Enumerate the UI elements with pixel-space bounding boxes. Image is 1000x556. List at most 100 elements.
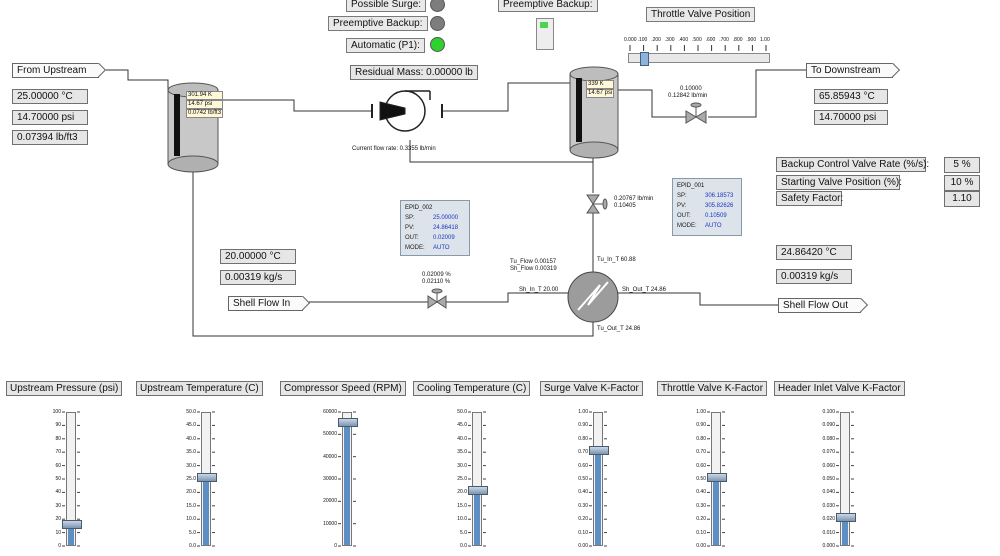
slider-scales bbox=[62, 411, 854, 547]
slider-tick-label: 30.0 bbox=[186, 462, 196, 469]
slider-tick-label: 100 bbox=[52, 409, 61, 415]
slider-track-0[interactable] bbox=[62, 412, 82, 546]
slider-thumb-6[interactable] bbox=[836, 513, 856, 523]
tank2-readout: 339 K 14.67 psi bbox=[586, 80, 615, 98]
hx-tube-out-temp: Tu_Out_T 24.86 bbox=[597, 326, 641, 332]
pid-001-mode-value: AUTO bbox=[705, 223, 722, 229]
pid-002-title: EPID_002 bbox=[405, 205, 433, 211]
slider-tick-label: 0.80 bbox=[696, 435, 706, 442]
pid-002-out-value: 0.02009 bbox=[433, 235, 455, 241]
slider-tick-label: 0.60 bbox=[696, 462, 706, 469]
slider-tick-label: 0.010 bbox=[822, 529, 835, 536]
slider-thumb-4[interactable] bbox=[589, 446, 609, 456]
slider-tick-label: 0.40 bbox=[696, 489, 706, 496]
preemptive-backup-switch[interactable] bbox=[536, 18, 554, 50]
slider-thumb-3[interactable] bbox=[468, 486, 488, 496]
slider-thumb-1[interactable] bbox=[197, 473, 217, 482]
throttle-valve-slider[interactable] bbox=[628, 52, 770, 66]
pid-002-out-label: OUT: bbox=[405, 235, 419, 241]
slider-tick-label: 0.00 bbox=[578, 543, 588, 549]
slider-tick-label: 0.100 bbox=[822, 409, 835, 415]
slider-track-6[interactable] bbox=[836, 412, 856, 546]
tank1-readout: 301.94 K 14.67 psi 0.0742 lb/ft3 bbox=[186, 91, 224, 118]
slider-tick-label: 0.000 bbox=[822, 543, 835, 549]
surge-valve-flow-value: 0.20767 lb/min bbox=[614, 196, 654, 202]
slider-thumb-5[interactable] bbox=[707, 473, 727, 482]
surge-valve-icon bbox=[586, 194, 608, 214]
throttle-valve-position-value: 0.10000 bbox=[680, 86, 702, 92]
slider-tick-label: 10.0 bbox=[186, 516, 196, 523]
tank1-temp: 301.94 K bbox=[186, 91, 224, 100]
heat-exchanger-icon bbox=[567, 271, 619, 323]
slider-tick-label: 0.00 bbox=[696, 543, 706, 549]
slider-tick-label: 60000 bbox=[323, 409, 337, 415]
slider-label-2: Compressor Speed (RPM) bbox=[280, 381, 406, 396]
upstream-temperature: 25.00000 °C bbox=[12, 89, 88, 104]
slider-tick-label: 0.50 bbox=[578, 476, 588, 482]
backup-control-valve-rate-label: Backup Control Valve Rate (%/s): bbox=[776, 157, 929, 172]
slider-tick-label: 45.0 bbox=[457, 422, 467, 429]
slider-tick-label: 0.080 bbox=[822, 435, 835, 442]
starting-valve-position-label: Starting Valve Position (%): bbox=[776, 175, 902, 190]
piping bbox=[88, 69, 806, 337]
shell-flow-out-tag: Shell Flow Out bbox=[778, 298, 862, 313]
shell-outlet-temperature: 24.86420 °C bbox=[776, 245, 852, 260]
automatic-indicator bbox=[430, 37, 445, 52]
residual-mass-display: Residual Mass: 0.00000 lb bbox=[350, 65, 478, 80]
slider-tick-label: 50 bbox=[55, 476, 61, 482]
slider-label-3: Cooling Temperature (C) bbox=[413, 381, 531, 396]
throttle-valve-icon bbox=[685, 102, 707, 124]
slider-track-3[interactable] bbox=[468, 412, 488, 546]
slider-tick-label: 0.30 bbox=[578, 502, 588, 509]
pid-002-mode-label: MODE: bbox=[405, 245, 425, 251]
slider-tick-label: 0.030 bbox=[822, 502, 835, 509]
throttle-scale-label: .500 bbox=[692, 37, 702, 43]
slider-tick-label: 0.020 bbox=[822, 516, 835, 523]
pid-002-mode-value: AUTO bbox=[433, 245, 450, 251]
slider-track-2[interactable] bbox=[338, 412, 358, 546]
slider-fill-6 bbox=[842, 518, 848, 545]
slider-tick-label: 25.0 bbox=[186, 476, 196, 482]
slider-tick-label: 10 bbox=[55, 529, 61, 536]
slider-tick-label: 0.090 bbox=[822, 422, 835, 429]
slider-track-1[interactable] bbox=[197, 412, 217, 546]
slider-tick-label: 0.40 bbox=[578, 489, 588, 496]
slider-track-5[interactable] bbox=[707, 412, 727, 546]
slider-tick-label: 35.0 bbox=[186, 449, 196, 456]
throttle-scale-label: .800 bbox=[732, 37, 743, 43]
slider-tick-label: 5.0 bbox=[460, 529, 467, 536]
pid-controller-001[interactable]: EPID_001 SP:306.18573 PV:305.82626 OUT:0… bbox=[672, 178, 742, 236]
slider-tick-label: 60 bbox=[55, 462, 61, 469]
throttle-scale-label: .300 bbox=[664, 37, 675, 43]
safety-factor-input[interactable]: 1.10 bbox=[944, 191, 980, 207]
slider-tick-label: 0.20 bbox=[696, 516, 706, 523]
slider-thumb-0[interactable] bbox=[62, 519, 82, 529]
starting-valve-position-input[interactable]: 10 % bbox=[944, 175, 980, 191]
slider-tick-label: 15.0 bbox=[186, 502, 196, 509]
hx-tube-in-temp: Tu_In_T 60.88 bbox=[597, 257, 636, 263]
shell-valve-value-2: 0.02110 % bbox=[422, 279, 451, 285]
upstream-density: 0.07394 lb/ft3 bbox=[12, 130, 88, 145]
slider-tick-label: 0.90 bbox=[696, 422, 706, 429]
hx-tube-flow: Tu_Flow 0.00157 bbox=[510, 259, 557, 265]
tank1-density: 0.0742 lb/ft3 bbox=[186, 109, 224, 118]
preemptive-backup-indicator bbox=[430, 16, 445, 31]
upstream-pressure: 14.70000 psi bbox=[12, 110, 88, 125]
slider-thumb-2[interactable] bbox=[338, 418, 358, 428]
slider-track-4[interactable] bbox=[589, 412, 609, 546]
pid-001-mode-label: MODE: bbox=[677, 223, 697, 229]
slider-fill-0 bbox=[68, 524, 74, 545]
to-downstream-tag: To Downstream bbox=[806, 63, 894, 78]
compressor-icon bbox=[371, 90, 443, 132]
throttle-slider-thumb[interactable] bbox=[639, 52, 649, 66]
backup-control-valve-rate-input[interactable]: 5 % bbox=[944, 157, 980, 173]
slider-tick-label: 40.0 bbox=[457, 435, 467, 442]
slider-fill-3 bbox=[474, 491, 480, 545]
pid-002-pv-label: PV: bbox=[405, 225, 415, 231]
pid-controller-002[interactable]: EPID_002 SP:25.00000 PV:24.86418 OUT:0.0… bbox=[400, 200, 470, 256]
shell-flow-in-tag: Shell Flow In bbox=[228, 296, 304, 311]
slider-label-5: Throttle Valve K-Factor bbox=[657, 381, 768, 396]
pid-001-out-label: OUT: bbox=[677, 213, 691, 219]
slider-tick-label: 0.20 bbox=[578, 516, 588, 523]
possible-surge-indicator bbox=[430, 0, 445, 12]
